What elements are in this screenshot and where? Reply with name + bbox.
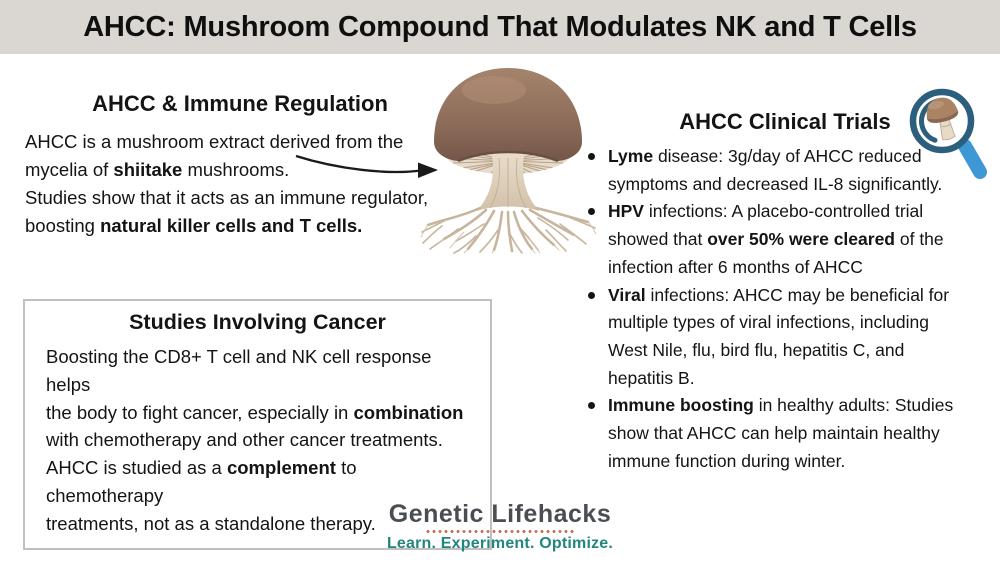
immune-regulation-paragraph-1: AHCC is a mushroom extract derived from … <box>25 131 404 180</box>
trial-bullet-immune: Immune boosting in healthy adults: Studi… <box>585 392 985 475</box>
trial-bullet-viral: Viral infections: AHCC may be beneficial… <box>585 282 985 393</box>
brand-dots-divider <box>424 529 576 534</box>
curved-arrow-icon <box>295 154 438 178</box>
immune-regulation-heading: AHCC & Immune Regulation <box>92 91 388 116</box>
cancer-studies-box: Studies Involving Cancer Boosting the CD… <box>23 299 492 550</box>
cancer-studies-paragraph: Boosting the CD8+ T cell and NK cell res… <box>46 346 464 534</box>
trial-bullet-hpv: HPV infections: A placebo-controlled tri… <box>585 198 985 281</box>
mushroom-mycelia-illustration <box>420 68 597 254</box>
cancer-studies-heading: Studies Involving Cancer <box>129 310 386 334</box>
clinical-trials-heading: AHCC Clinical Trials <box>679 109 891 134</box>
brand-logo-text: Genetic Lifehacks <box>388 500 612 528</box>
clinical-trials-section: AHCC Clinical Trials Lyme disease: 3g/da… <box>585 110 985 475</box>
magnifier-mushroom-icon <box>909 88 987 179</box>
mycelia-roots <box>420 206 597 254</box>
brand-tagline: Learn. Experiment. Optimize. <box>386 535 614 552</box>
page-title: AHCC: Mushroom Compound That Modulates N… <box>83 10 917 43</box>
immune-regulation-paragraph-2: Studies show that it acts as an immune r… <box>25 187 429 236</box>
title-bar: AHCC: Mushroom Compound That Modulates N… <box>0 0 1000 54</box>
mushroom-cap <box>434 68 582 161</box>
brand-footer: Genetic Lifehacks Learn. Experiment. Opt… <box>0 500 1000 553</box>
lens-mushroom <box>926 97 959 141</box>
immune-regulation-section: AHCC & Immune Regulation AHCC is a mushr… <box>25 91 455 240</box>
